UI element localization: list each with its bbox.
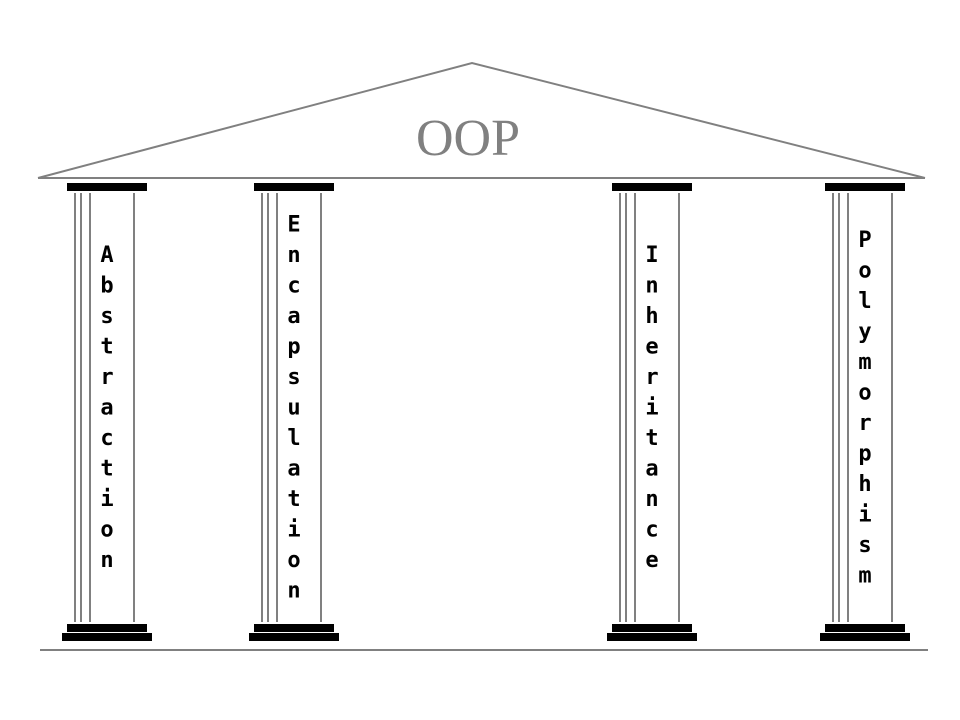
pillar-capital [825, 183, 905, 191]
pillar-base-upper [825, 624, 905, 632]
pillar-base-upper [67, 624, 147, 632]
pillar-base-lower [249, 633, 339, 641]
pillar-capital [612, 183, 692, 191]
pillar-base-upper [254, 624, 334, 632]
pillar-capital [67, 183, 147, 191]
pillar-base-lower [607, 633, 697, 641]
pillar-capital [254, 183, 334, 191]
pillar-base-lower [62, 633, 152, 641]
roof-outline [37, 61, 926, 179]
pillar-base-upper [612, 624, 692, 632]
roof: OOP [37, 61, 926, 179]
diagram-title: OOP [416, 110, 520, 167]
pillar-base-lower [820, 633, 910, 641]
